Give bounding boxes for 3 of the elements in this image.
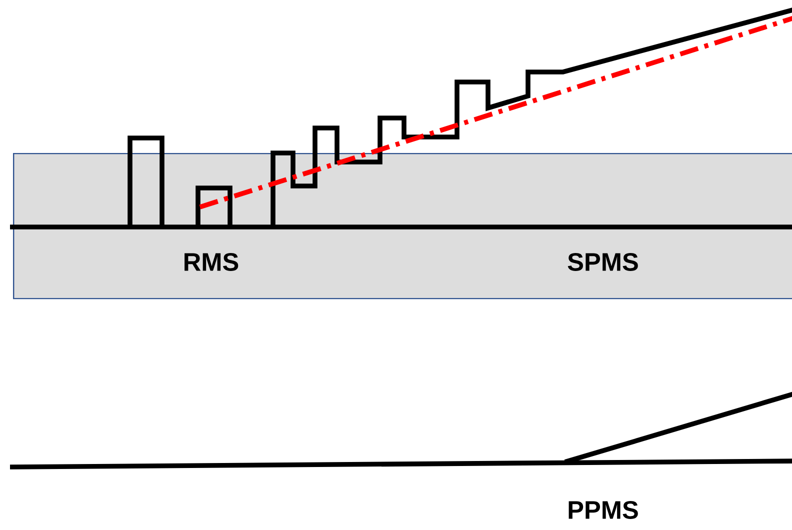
region-label: PPMS <box>568 501 638 519</box>
region-label: RMS <box>184 253 238 271</box>
region-label: SPMS <box>568 253 638 271</box>
